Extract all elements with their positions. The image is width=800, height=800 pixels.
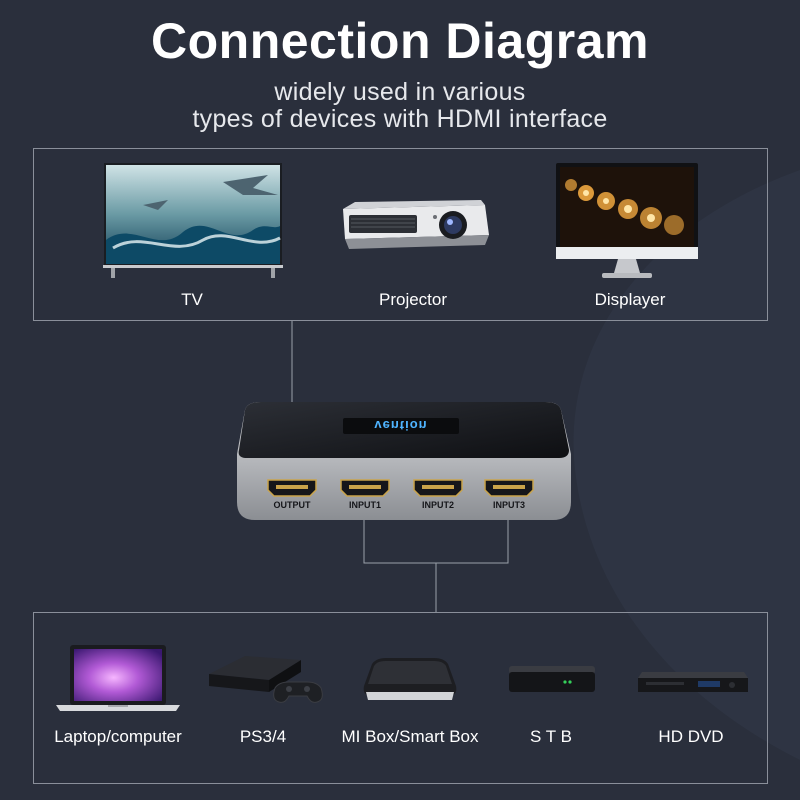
subtitle-line-1: widely used in various [274, 78, 526, 106]
input-devices-panel [33, 612, 768, 784]
dvd-player-icon [638, 672, 748, 692]
port-label-input2: INPUT2 [421, 500, 455, 510]
hdmi-port-icon [267, 479, 317, 497]
input-label-hd-dvd: HD DVD [658, 727, 724, 746]
switch-brand-logo: vention [374, 418, 428, 433]
input-label-stb: S T B [530, 727, 572, 746]
hdmi-port-icon [340, 479, 390, 497]
output-devices-panel [33, 148, 768, 321]
smart-box-icon [363, 658, 457, 700]
output-label-tv: TV [181, 290, 203, 309]
port-label-input1: INPUT1 [348, 500, 382, 510]
subtitle-line-2: types of devices with HDMI interface [192, 105, 608, 133]
tv-icon [103, 163, 283, 278]
game-console-icon [209, 656, 323, 703]
input-label-laptop: Laptop/computer [54, 727, 182, 746]
output-label-projector: Projector [378, 290, 448, 309]
input-label-smart-box: MI Box/Smart Box [341, 727, 479, 746]
port-label-output: OUTPUT [273, 500, 311, 510]
laptop-icon [56, 645, 180, 711]
page-title: Connection Diagram [151, 13, 649, 69]
projector-icon [343, 200, 489, 249]
hdmi-port-icon [413, 479, 463, 497]
hdmi-port-icon [484, 479, 534, 497]
set-top-box-icon [509, 666, 595, 692]
output-label-displayer: Displayer [594, 290, 666, 309]
port-label-input3: INPUT3 [492, 500, 526, 510]
input-label-ps: PS3/4 [239, 727, 287, 746]
monitor-icon [556, 163, 698, 278]
